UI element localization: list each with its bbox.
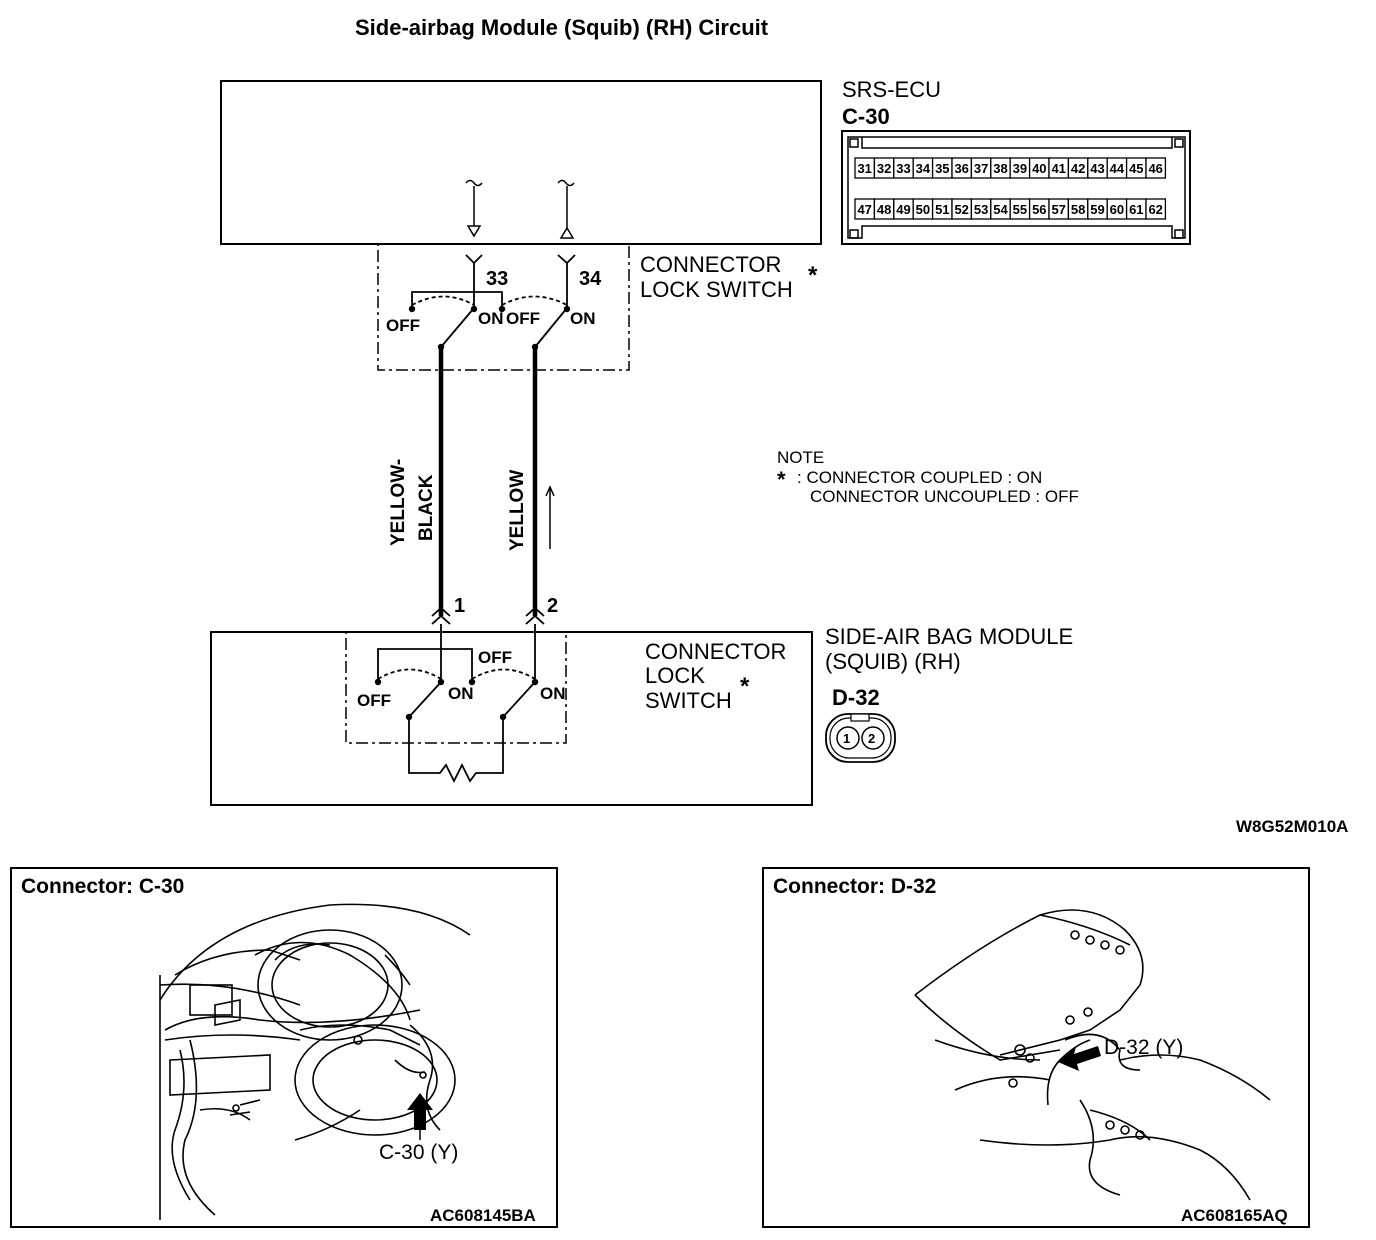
c30-pin-51: 51 xyxy=(935,202,949,217)
lower-on-label-2: ON xyxy=(540,684,566,703)
wire-yellow-label: YELLOW xyxy=(507,470,528,551)
lower-off-label-1: OFF xyxy=(357,691,391,710)
lower-on-label-1: ON xyxy=(448,684,474,703)
note-heading: NOTE xyxy=(777,448,824,467)
lower-switch-contacts xyxy=(374,678,539,721)
module-connector-plugs xyxy=(431,606,545,625)
c30-pin-cell xyxy=(1145,157,1167,179)
lower-switch-label-line1: CONNECTOR xyxy=(645,639,786,664)
current-direction-arrow xyxy=(545,485,555,549)
c30-pin-52: 52 xyxy=(954,202,968,217)
c30-pin-44: 44 xyxy=(1110,161,1125,176)
module-pin-1-label: 1 xyxy=(454,595,465,617)
c30-pin-33: 33 xyxy=(896,161,910,176)
ecu-name: SRS-ECU xyxy=(842,77,941,102)
panel-c30-callout: C-30 (Y) xyxy=(379,1141,458,1164)
c30-pin-31: 31 xyxy=(857,161,871,176)
c30-pin-42: 42 xyxy=(1071,161,1085,176)
lower-switch-label-line2: LOCK xyxy=(645,663,705,688)
module-connector-id: D-32 xyxy=(832,685,880,710)
c30-top-pin-row: 31 32 33 34 35 36 37 38 39 40 41 42 43 44 45 46 xyxy=(854,157,1167,179)
c30-bottom-pin-row: 47 48 49 50 51 52 53 54 55 56 57 58 59 60 61 62 xyxy=(854,198,1167,220)
upper-switch-label-line1: CONNECTOR xyxy=(640,252,781,277)
c30-pin-cell xyxy=(1145,198,1167,220)
upper-lock-switch-box xyxy=(377,243,630,371)
note-line-1: : CONNECTOR COUPLED : ON xyxy=(797,468,1042,487)
c30-pin-43: 43 xyxy=(1090,161,1104,176)
c30-pin-34: 34 xyxy=(916,161,931,176)
upper-switch-label-line2: LOCK SWITCH xyxy=(640,277,793,302)
c30-pin-48: 48 xyxy=(877,202,891,217)
panel-c30-frame xyxy=(10,867,558,1228)
c30-pin-45: 45 xyxy=(1129,161,1143,176)
upper-switch-contacts xyxy=(408,305,571,351)
d32-connector-face: 1 2 xyxy=(825,713,896,763)
c30-pin-53: 53 xyxy=(974,202,988,217)
upper-switch-asterisk: * xyxy=(808,262,818,289)
ecu-connector-c30: 31 32 33 34 35 36 37 38 39 40 41 42 43 44 45 46 47 48 49 5… xyxy=(841,130,1191,245)
lower-switch-label-line3: SWITCH xyxy=(645,688,732,713)
svg-text:BLACK: BLACK xyxy=(416,474,437,541)
panel-c30-code: AC608145BA xyxy=(430,1206,536,1225)
svg-text:YELLOW-: YELLOW- xyxy=(388,459,409,546)
c30-pin-59: 59 xyxy=(1090,202,1104,217)
c30-pin-61: 61 xyxy=(1129,202,1143,217)
panel-d32-frame xyxy=(762,867,1310,1228)
c30-pin-46: 46 xyxy=(1148,161,1162,176)
panel-d32-title: Connector: D-32 xyxy=(773,875,936,898)
d32-location-arrow xyxy=(1058,1046,1101,1071)
c30-pin-54: 54 xyxy=(993,202,1008,217)
upper-switch-wiring xyxy=(411,254,576,348)
c30-pin-50: 50 xyxy=(916,202,930,217)
ecu-connector-id: C-30 xyxy=(842,104,890,129)
lower-lock-switch-box xyxy=(345,631,567,744)
lower-off-label-2: OFF xyxy=(478,648,512,667)
svg-text:YELLOW: YELLOW xyxy=(507,470,528,551)
diagram-code: W8G52M010A xyxy=(1236,817,1348,836)
upper-off-label-1: OFF xyxy=(386,316,420,335)
c30-pin-36: 36 xyxy=(954,161,968,176)
note-line-2: CONNECTOR UNCOUPLED : OFF xyxy=(810,487,1079,506)
panel-c30-title: Connector: C-30 xyxy=(21,875,184,898)
ecu-terminal-marks xyxy=(465,179,575,239)
lower-switch-asterisk: * xyxy=(740,673,750,700)
pin-33-label: 33 xyxy=(486,268,508,290)
c30-pin-55: 55 xyxy=(1013,202,1027,217)
module-name-line1: SIDE-AIR BAG MODULE xyxy=(825,624,1073,649)
seat-illustration xyxy=(914,909,1271,1201)
upper-off-label-2: OFF xyxy=(506,309,540,328)
c30-pin-56: 56 xyxy=(1032,202,1046,217)
srs-ecu-box xyxy=(220,80,822,245)
c30-pin-32: 32 xyxy=(877,161,891,176)
c30-pin-49: 49 xyxy=(896,202,910,217)
wire-yellow-black-label: YELLOW- BLACK xyxy=(388,459,437,546)
c30-pin-57: 57 xyxy=(1051,202,1065,217)
dashboard-illustration xyxy=(159,903,471,1220)
c30-location-arrow xyxy=(407,1093,433,1140)
c30-pin-40: 40 xyxy=(1032,161,1046,176)
lower-switch-wiring xyxy=(377,624,536,784)
c30-pin-35: 35 xyxy=(935,161,949,176)
c30-pin-37: 37 xyxy=(974,161,988,176)
d32-pin-1: 1 xyxy=(843,731,850,746)
upper-on-label-1: ON xyxy=(478,309,504,328)
c30-pin-38: 38 xyxy=(993,161,1007,176)
module-pin-2-label: 2 xyxy=(547,595,558,617)
panel-d32-callout: D-32 (Y) xyxy=(1104,1036,1183,1059)
c30-pin-41: 41 xyxy=(1051,161,1065,176)
note-asterisk: * xyxy=(777,467,786,492)
diagram-title: Side-airbag Module (Squib) (RH) Circuit xyxy=(355,15,769,40)
c30-pin-47: 47 xyxy=(857,202,871,217)
c30-pin-62: 62 xyxy=(1148,202,1162,217)
pin-34-label: 34 xyxy=(579,268,602,290)
upper-on-label-2: ON xyxy=(570,309,596,328)
d32-pin-2: 2 xyxy=(868,731,875,746)
c30-pin-58: 58 xyxy=(1071,202,1085,217)
module-name-line2: (SQUIB) (RH) xyxy=(825,649,961,674)
panel-d32-code: AC608165AQ xyxy=(1181,1206,1288,1225)
c30-pin-39: 39 xyxy=(1013,161,1027,176)
c30-pin-60: 60 xyxy=(1110,202,1124,217)
